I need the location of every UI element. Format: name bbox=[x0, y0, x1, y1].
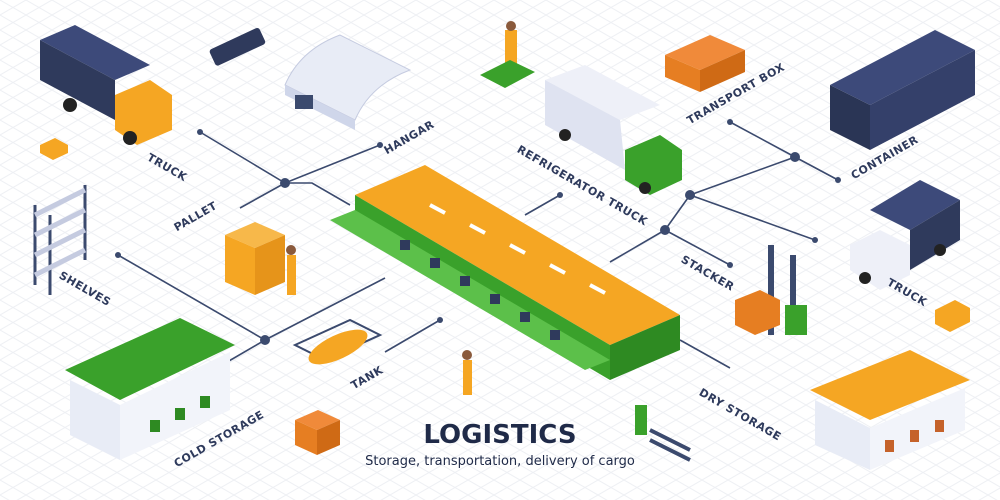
central-warehouse bbox=[330, 165, 680, 380]
hangar-illustration bbox=[284, 34, 412, 130]
refrigerator-truck-illustration bbox=[545, 65, 682, 195]
truck-right-illustration bbox=[850, 180, 960, 290]
page-title: LOGISTICS bbox=[423, 420, 577, 450]
hand-pallet-truck-illustration bbox=[635, 405, 691, 462]
transport-box-illustration bbox=[665, 35, 745, 92]
page-subtitle: Storage, transportation, delivery of car… bbox=[365, 454, 635, 469]
worker-illustration bbox=[462, 350, 472, 395]
small-box-right-illustration bbox=[935, 300, 970, 332]
wooden-box-illustration bbox=[295, 410, 340, 455]
worker-pallet-truck-illustration bbox=[480, 21, 535, 88]
pallet-illustration bbox=[225, 222, 296, 295]
small-box-illustration bbox=[40, 138, 68, 160]
tank-illustration bbox=[292, 318, 383, 365]
connector-nodes bbox=[115, 119, 841, 345]
stacker-illustration bbox=[735, 245, 807, 335]
connector-lines bbox=[117, 121, 839, 373]
terminal-illustration bbox=[209, 27, 266, 66]
shelves-illustration bbox=[33, 185, 87, 295]
container-illustration bbox=[830, 30, 975, 150]
truck-left-illustration bbox=[40, 25, 172, 145]
cold-storage-illustration bbox=[65, 318, 235, 460]
dry-storage-illustration bbox=[810, 350, 970, 470]
